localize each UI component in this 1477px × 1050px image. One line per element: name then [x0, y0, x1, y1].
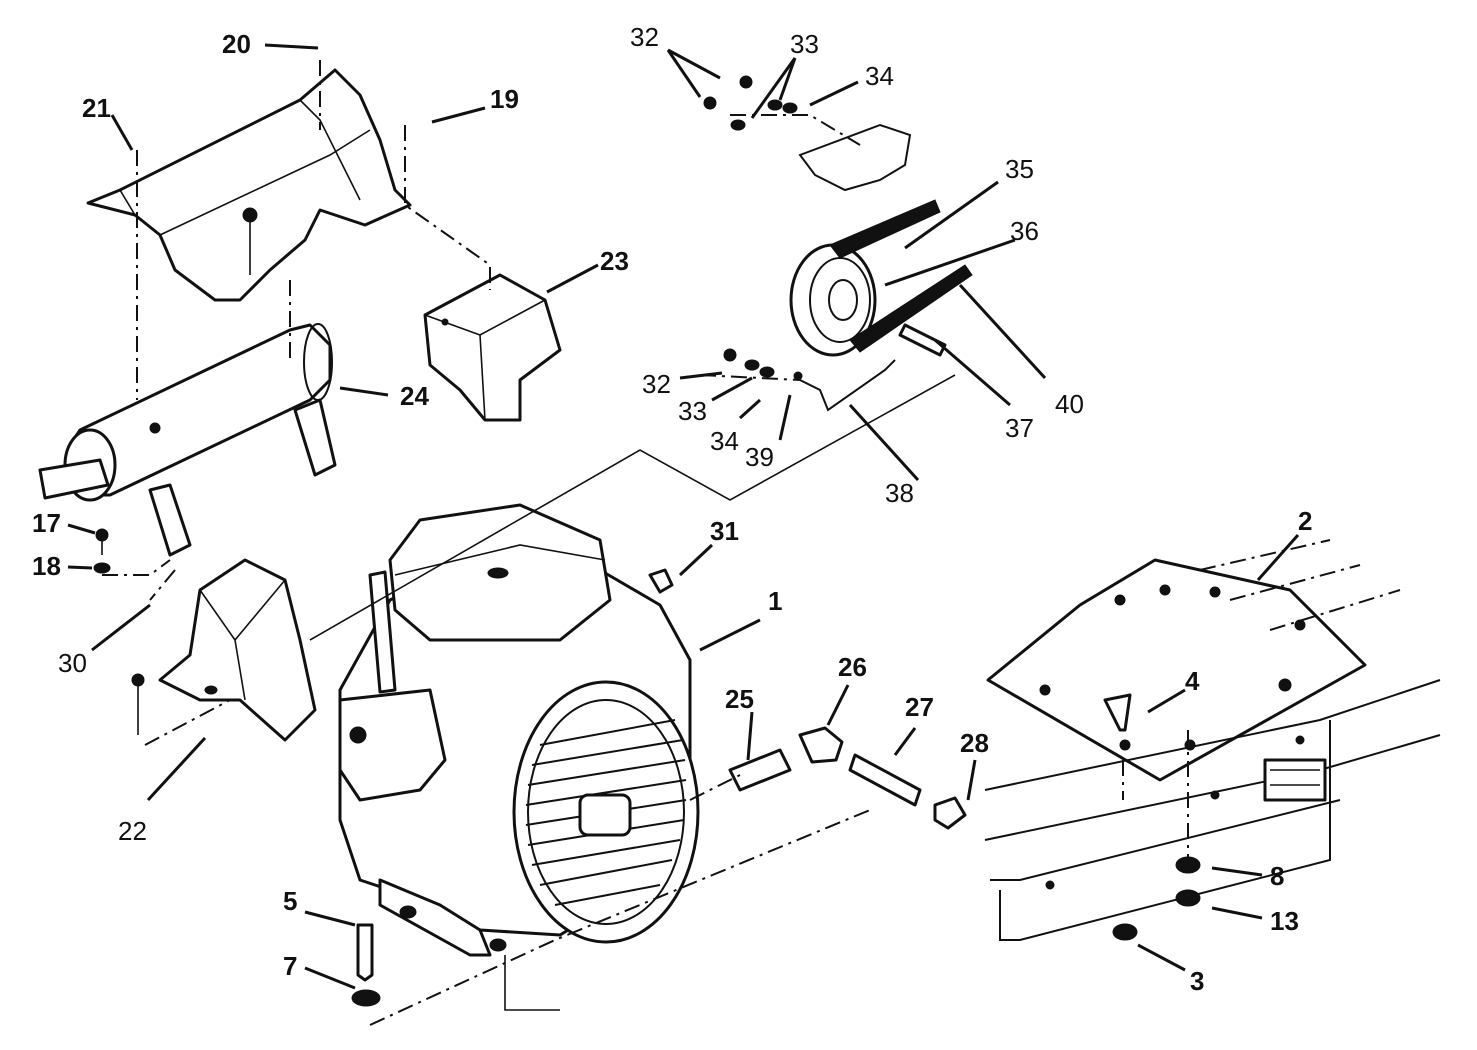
callout-22: 22	[118, 816, 147, 846]
callout-37: 37	[1005, 413, 1034, 443]
callout-labels: 20 21 19 23 24 17 18 30 22 31 1 25 26 27…	[32, 22, 1312, 996]
callout-21: 21	[82, 93, 111, 123]
pulley-bracket	[703, 75, 912, 192]
callout-1: 1	[768, 586, 782, 616]
callout-34-lower: 34	[710, 426, 739, 456]
callout-26: 26	[838, 652, 867, 682]
oil-drain-fittings	[728, 726, 967, 830]
callout-4: 4	[1185, 666, 1200, 696]
callout-34-upper: 34	[865, 61, 894, 91]
muffler-bolt-and-washer	[93, 528, 111, 574]
callout-20: 20	[222, 29, 251, 59]
muffler	[38, 323, 337, 557]
engine-blower-grille	[525, 719, 687, 906]
callout-8: 8	[1270, 861, 1284, 891]
callout-23: 23	[600, 246, 629, 276]
callout-25: 25	[725, 684, 754, 714]
callout-17: 17	[32, 508, 61, 538]
callout-19: 19	[490, 84, 519, 114]
callout-32-upper: 32	[630, 22, 659, 52]
callout-32-lower: 32	[642, 369, 671, 399]
engine-pulley-and-belt	[789, 199, 973, 357]
muffler-guard	[423, 273, 562, 422]
callout-18: 18	[32, 551, 61, 581]
tractor-frame-rail	[984, 539, 1441, 941]
engine-mounting-plate	[986, 558, 1367, 782]
callout-leaders	[67, 43, 1300, 990]
callout-13: 13	[1270, 906, 1299, 936]
mounting-hardware	[351, 568, 1201, 1007]
callout-33-upper: 33	[790, 29, 819, 59]
callout-30: 30	[58, 648, 87, 678]
callout-7: 7	[283, 951, 297, 981]
engine-assembly	[338, 503, 700, 957]
assembly-centerlines	[102, 60, 1189, 1026]
blower-housing-shield	[86, 68, 412, 302]
callout-31: 31	[710, 516, 739, 546]
callout-5: 5	[283, 886, 297, 916]
callout-27: 27	[905, 692, 934, 722]
callout-38: 38	[885, 478, 914, 508]
callout-39: 39	[745, 442, 774, 472]
callout-24: 24	[400, 381, 429, 411]
callout-28: 28	[960, 728, 989, 758]
callout-3: 3	[1190, 966, 1204, 996]
belt-guide-rod-hardware	[723, 348, 896, 412]
callout-40: 40	[1055, 389, 1084, 419]
callout-36: 36	[1010, 216, 1039, 246]
callout-2: 2	[1298, 506, 1312, 536]
callout-35: 35	[1005, 154, 1034, 184]
exhaust-shield	[131, 558, 317, 742]
callout-33-lower: 33	[678, 396, 707, 426]
